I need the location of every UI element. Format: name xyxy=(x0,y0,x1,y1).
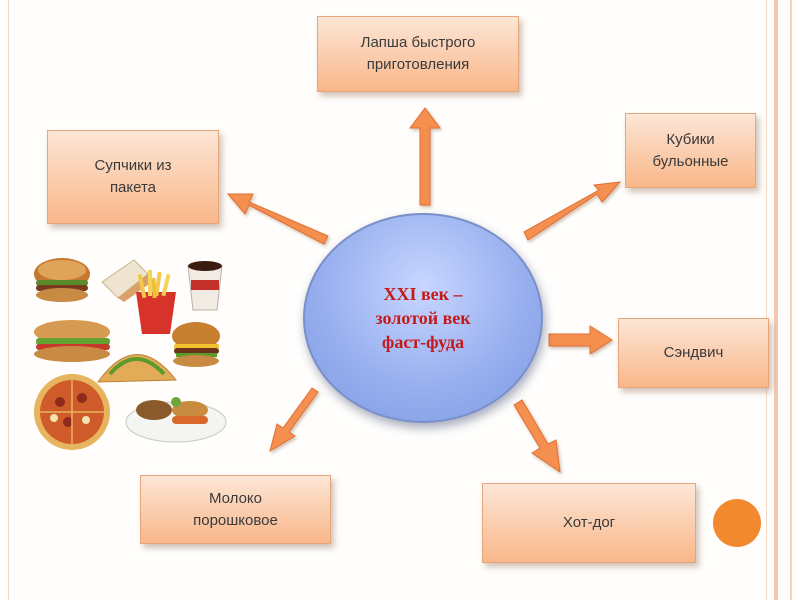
arrow-to-milk-powder xyxy=(270,388,318,451)
box-sandwich-label: Сэндвич xyxy=(664,342,724,364)
plate-icon xyxy=(126,397,226,442)
box-soup-packets: Супчики из пакета xyxy=(47,130,219,224)
sub-sandwich-icon xyxy=(34,320,110,362)
center-title: XXI век – золотой век фаст-фуда xyxy=(375,282,470,354)
food-collage-image xyxy=(26,252,231,452)
center-circle: XXI век – золотой век фаст-фуда xyxy=(303,213,543,423)
box-soup-packets-label: Супчики из пакета xyxy=(94,155,171,199)
box-sandwich: Сэндвич xyxy=(618,318,769,388)
arrow-to-bouillon-cubes xyxy=(524,182,620,240)
taco-icon xyxy=(98,354,176,382)
decorative-circle xyxy=(713,499,761,547)
box-hot-dog-label: Хот-дог xyxy=(563,512,615,534)
burger-icon xyxy=(34,258,90,302)
arrow-up-to-noodles xyxy=(410,108,440,205)
box-noodles-label: Лапша быстрого приготовления xyxy=(361,32,476,76)
fries-icon xyxy=(136,270,176,334)
arrow-to-hot-dog xyxy=(514,400,560,472)
box-hot-dog: Хот-дог xyxy=(482,483,696,563)
box-bouillon-cubes: Кубики бульонные xyxy=(625,113,756,188)
arrow-to-sandwich xyxy=(549,326,612,354)
box-bouillon-cubes-label: Кубики бульонные xyxy=(652,129,728,173)
pizza-icon xyxy=(34,374,110,450)
drink-cup-icon xyxy=(188,261,222,310)
arrow-to-soup-packets xyxy=(228,194,328,244)
box-milk-powder: Молоко порошковое xyxy=(140,475,331,544)
box-milk-powder-label: Молоко порошковое xyxy=(193,488,278,532)
cheeseburger-icon xyxy=(172,322,220,367)
box-noodles: Лапша быстрого приготовления xyxy=(317,16,519,92)
